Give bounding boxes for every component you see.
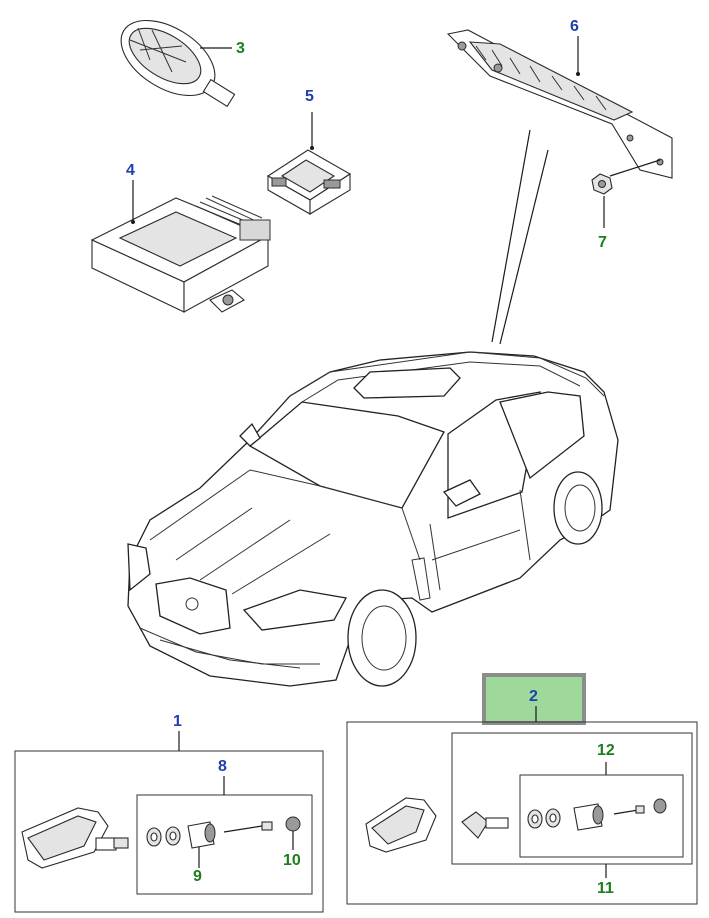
sensor-kit-group-left [14, 731, 324, 913]
callout-8[interactable]: 8 [218, 758, 227, 775]
part-5-small-module[interactable] [266, 112, 352, 215]
callout-5[interactable]: 5 [305, 88, 314, 105]
callout-10[interactable]: 10 [283, 852, 301, 869]
part-6-bracket[interactable] [446, 29, 673, 179]
callout-1[interactable]: 1 [173, 713, 182, 730]
callout-7[interactable]: 7 [598, 234, 607, 251]
sensor-kit-group-right [346, 706, 698, 905]
part-3-key-fob[interactable] [108, 5, 236, 111]
callout-2[interactable]: 2 [529, 688, 538, 705]
vehicle-illustration [127, 351, 619, 687]
highlight-box-2 [482, 673, 586, 725]
callout-12[interactable]: 12 [597, 742, 615, 759]
callout-6[interactable]: 6 [570, 18, 579, 35]
part-4-control-module[interactable] [90, 180, 271, 313]
part-7-nut[interactable] [591, 159, 661, 228]
callout-4[interactable]: 4 [126, 162, 135, 179]
callout-11[interactable]: 11 [597, 880, 614, 897]
callout-9[interactable]: 9 [193, 868, 202, 885]
callout-3[interactable]: 3 [236, 40, 245, 57]
